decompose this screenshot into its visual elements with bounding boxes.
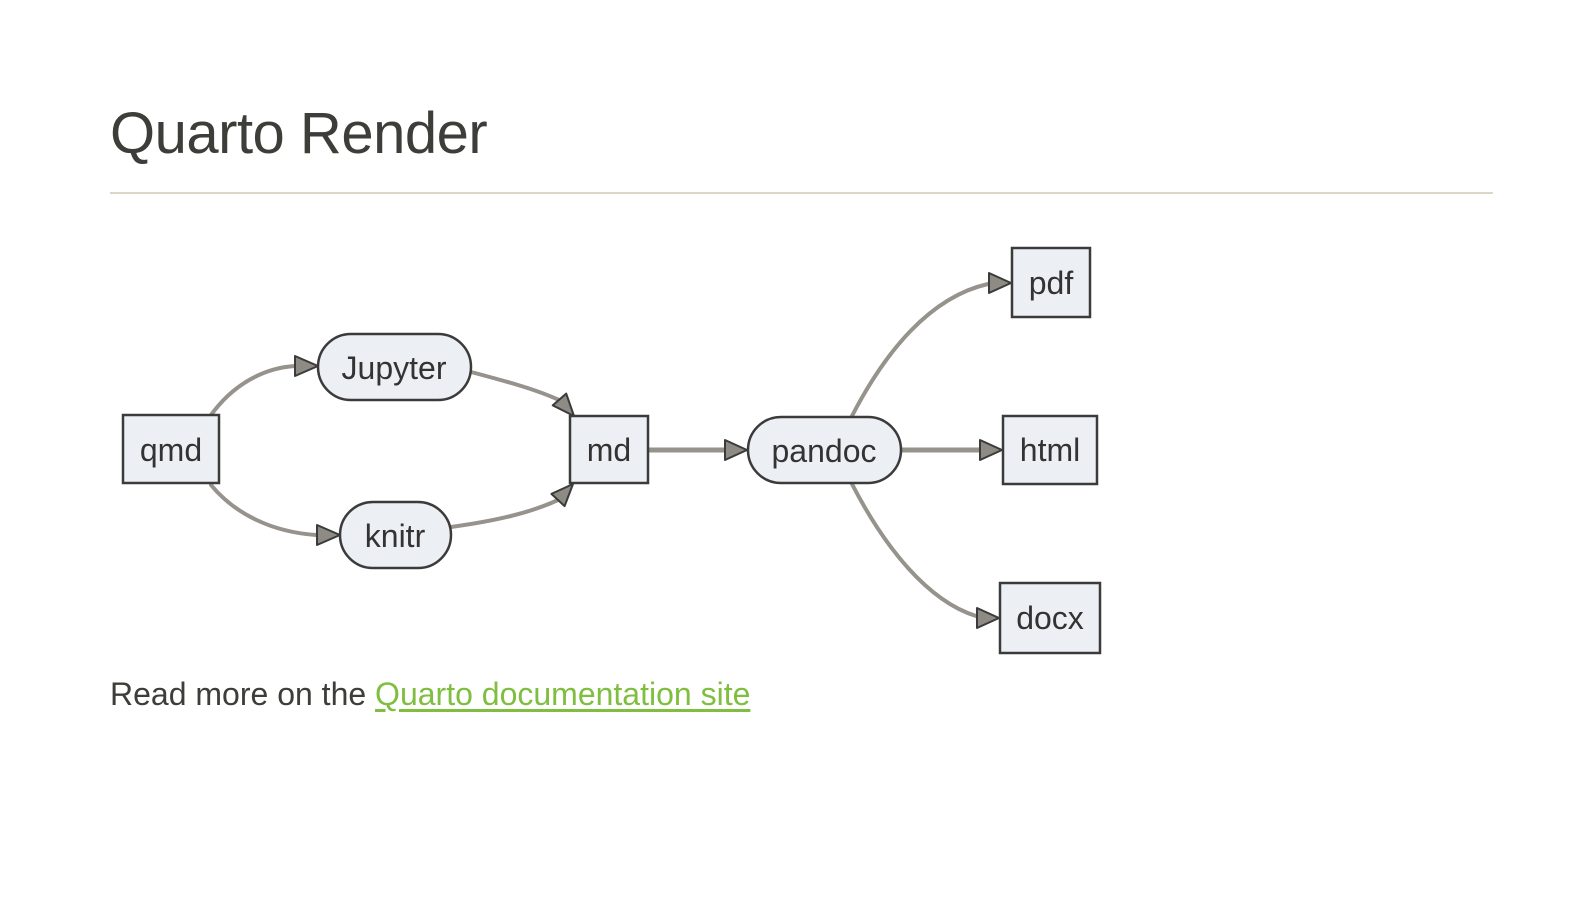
node-pandoc-shape — [746, 415, 903, 485]
read-more-prefix: Read more on the — [110, 676, 376, 712]
node-pandoc: pandoc — [746, 415, 903, 485]
edge-knitr-md-arrowhead — [550, 483, 574, 508]
page-title: Quarto Render — [110, 101, 488, 166]
node-knitr: knitr — [338, 500, 453, 570]
node-md-label: md — [587, 432, 631, 468]
edge-pandoc-docx — [850, 482, 978, 618]
edge-qmd-jupyter-arrowhead — [294, 355, 319, 377]
edge-knitr-md — [449, 498, 560, 529]
node-knitr-shape — [338, 500, 453, 570]
node-pdf-shape — [1010, 246, 1092, 319]
node-pandoc-label: pandoc — [772, 433, 877, 469]
node-jupyter: Jupyter — [316, 332, 473, 402]
node-md: md — [568, 414, 650, 485]
node-qmd-shape — [121, 413, 221, 485]
node-html-label: html — [1020, 432, 1080, 468]
edge-md-pandoc-arrowhead — [724, 439, 748, 461]
edge-qmd-knitr — [209, 483, 318, 537]
node-docx: docx — [998, 581, 1102, 655]
node-qmd-label: qmd — [140, 432, 202, 468]
node-pdf: pdf — [1010, 246, 1092, 319]
node-docx-label: docx — [1016, 600, 1084, 636]
quarto-docs-link[interactable]: Quarto documentation site — [375, 676, 751, 712]
node-md-shape — [568, 414, 650, 485]
edge-pandoc-html-arrowhead — [979, 439, 1003, 461]
node-html: html — [1001, 414, 1099, 486]
node-jupyter-shape — [316, 332, 473, 402]
read-more-text: Read more on the Quarto documentation si… — [110, 674, 750, 716]
edge-qmd-jupyter — [209, 364, 297, 417]
node-pdf-label: pdf — [1029, 265, 1074, 301]
edge-jupyter-md-arrowhead — [551, 392, 575, 417]
node-jupyter-label: Jupyter — [342, 350, 447, 386]
node-html-shape — [1001, 414, 1099, 486]
edge-jupyter-md — [469, 370, 561, 402]
edge-qmd-knitr-arrowhead — [316, 524, 341, 546]
edge-pandoc-pdf-arrowhead — [988, 272, 1012, 294]
diagram-edges — [209, 272, 1012, 629]
node-docx-shape — [998, 581, 1102, 655]
node-knitr-label: knitr — [365, 518, 426, 554]
edge-pandoc-docx-arrowhead — [976, 607, 1000, 629]
edge-pandoc-pdf — [850, 282, 990, 418]
node-qmd: qmd — [121, 413, 221, 485]
title-divider — [110, 192, 1493, 194]
